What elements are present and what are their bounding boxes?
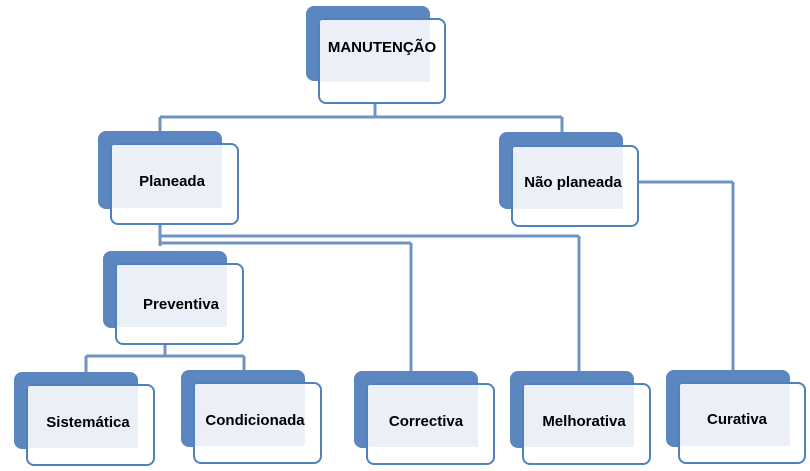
node-label-preventiva: Preventiva — [143, 295, 219, 313]
node-label-melhorativa: Melhorativa — [542, 412, 626, 430]
node-label-planeada: Planeada — [139, 172, 205, 190]
node-inner — [368, 385, 478, 447]
node-inner — [195, 384, 305, 446]
node-label-condicionada: Condicionada — [205, 411, 305, 429]
node-inner — [28, 386, 138, 448]
node-label-curativa: Curativa — [706, 410, 768, 428]
node-inner — [320, 20, 430, 82]
node-inner — [117, 265, 227, 327]
node-label-correctiva: Correctiva — [388, 412, 464, 430]
node-label-nao-planeada: Não planeada — [524, 173, 622, 191]
node-inner — [513, 147, 623, 209]
node-inner — [112, 145, 222, 208]
node-label-manutencao: MANUTENÇÃO — [327, 38, 437, 56]
node-inner — [680, 384, 790, 446]
node-inner — [524, 385, 634, 447]
node-label-sistematica: Sistemática — [46, 413, 130, 431]
